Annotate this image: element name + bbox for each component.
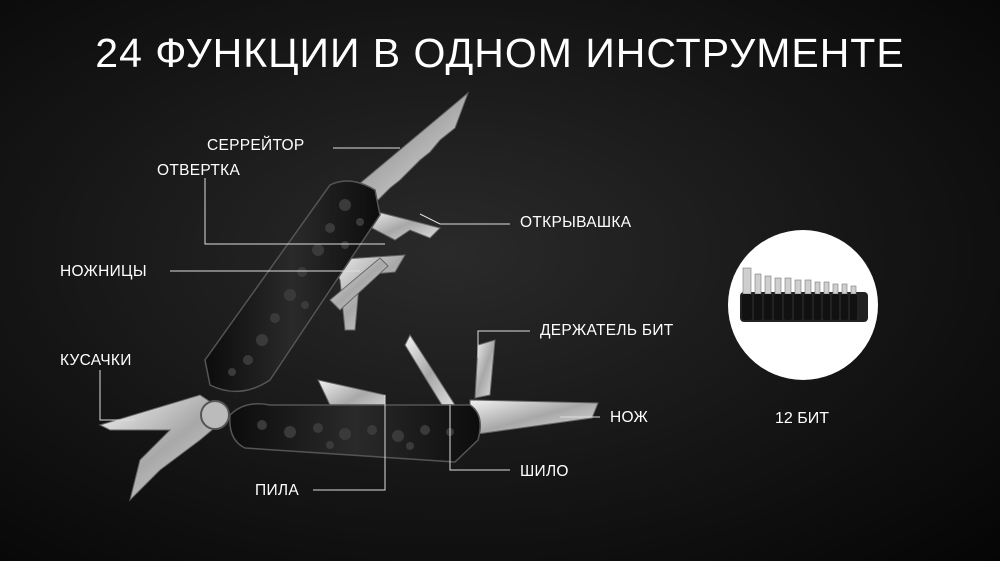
label-cutters: КУСАЧКИ [60,352,132,369]
upper-handle [204,180,381,393]
page-title: 24 ФУНКЦИИ В ОДНОМ ИНСТРУМЕНТЕ [95,30,905,76]
label-serrator: СЕРРЕЙТОР [207,137,305,154]
leader-lines [99,147,600,491]
bit-holder-blade [474,339,496,399]
label-opener: ОТКРЫВАШКА [520,214,632,231]
label-knife: НОЖ [610,409,649,426]
bits-icon [740,267,868,322]
awl-blade [404,333,456,411]
label-saw: ПИЛА [255,482,299,499]
lower-handle-holes [257,420,454,450]
bits-set-image [728,230,878,380]
screwdriver-blade [329,257,389,311]
upper-handle-holes [228,199,364,376]
label-screwdriver: ОТВЕРТКА [157,162,241,179]
label-awl: ШИЛО [520,463,569,480]
lower-handle [229,403,481,463]
serrator-blade [338,91,470,201]
label-bit-holder: ДЕРЖАТЕЛЬ БИТ [540,322,674,339]
scissors-blade [329,254,406,331]
bits-caption: 12 БИТ [775,410,830,427]
label-scissors: НОЖНИЦЫ [60,263,147,280]
